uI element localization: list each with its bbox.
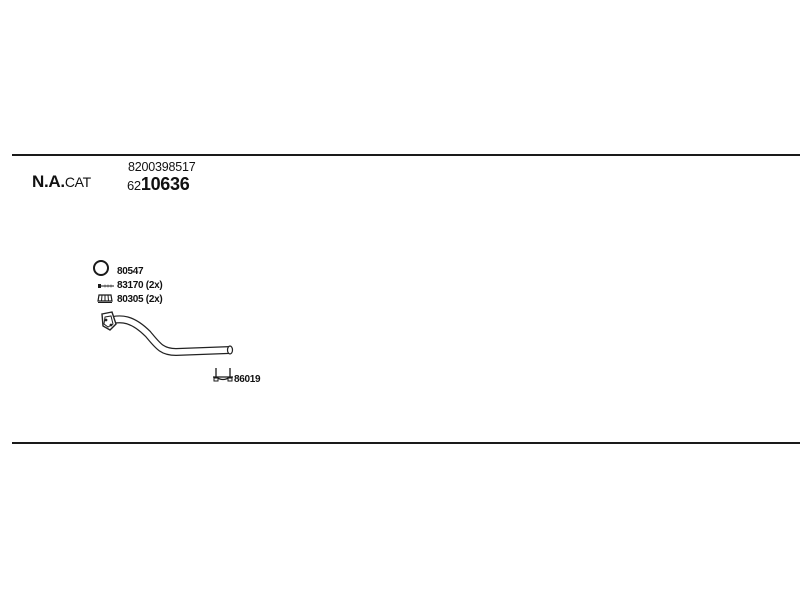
bottom-divider <box>12 442 800 444</box>
clamp-icon <box>213 368 233 382</box>
bolt-part-label: 83170 (2x) <box>117 280 163 291</box>
bolt-icon <box>98 284 114 288</box>
catalyst-type-main: N.A. <box>32 172 65 191</box>
oe-reference-number: 8200398517 <box>128 160 196 174</box>
main-part-number: 6210636 <box>127 174 190 195</box>
nut-part-label: 80305 (2x) <box>117 294 163 305</box>
exhaust-pipe-icon <box>101 311 234 357</box>
top-divider <box>12 154 800 156</box>
gasket-part-number: 80547 <box>117 266 144 277</box>
ring-gasket-icon <box>93 260 109 276</box>
clamp-part-number: 86019 <box>234 374 261 385</box>
part-number-prefix: 62 <box>127 178 141 193</box>
catalyst-type-suffix: CAT <box>64 174 91 190</box>
nut-icon <box>97 294 113 303</box>
catalyst-type-label: N.A.CAT <box>32 172 91 192</box>
part-number-main: 10636 <box>140 174 190 194</box>
